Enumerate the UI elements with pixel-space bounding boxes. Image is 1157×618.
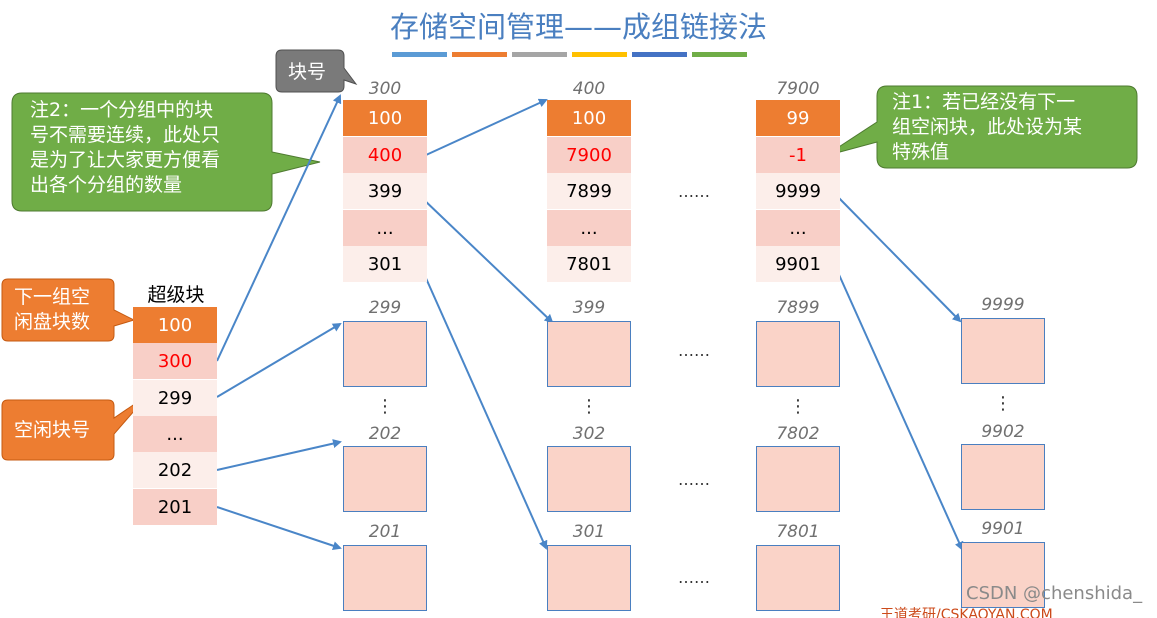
free-block-callout-shape (1, 394, 149, 461)
free-block (343, 321, 427, 387)
next-group-line: 下一组空 (14, 286, 91, 308)
block-label: 7899 (776, 298, 820, 318)
block-label: 7900 (776, 79, 820, 99)
block-label: 400 (572, 79, 606, 99)
note1-line: 特殊值 (892, 141, 950, 163)
next-group-callout: 下一组空 闲盘块数 (14, 285, 90, 335)
free-block (756, 321, 840, 387)
group-cell: ... (547, 210, 631, 246)
block-label: 202 (368, 424, 402, 444)
block-number-tag-shape (275, 49, 358, 93)
vertical-dots: ⋮ (994, 393, 1012, 414)
group-cell-count: 100 (547, 100, 631, 136)
block-label: 9902 (981, 422, 1025, 442)
block-label: 302 (572, 424, 606, 444)
arrow-sb-to-201 (216, 506, 342, 551)
free-block (756, 446, 840, 512)
block-label: 9999 (981, 295, 1025, 315)
free-block (547, 545, 631, 611)
group-cell: 7801 (547, 246, 631, 282)
group-cell-next: -1 (756, 137, 840, 173)
block-label: 300 (368, 79, 402, 99)
free-block (756, 545, 840, 611)
superblock-cell: 299 (133, 380, 217, 416)
arrow-sb-to-300 (216, 94, 342, 362)
superblock-cell-next: 300 (133, 343, 217, 379)
arrow-sb-to-299 (216, 322, 342, 398)
block-label: 299 (368, 298, 402, 318)
block-number-tag: 块号 (288, 61, 327, 83)
note2-line: 注2：一个分组中的块 (30, 99, 214, 121)
arrow-301-to-box301 (420, 266, 548, 550)
superblock-title: 超级块 (147, 284, 205, 306)
note1-callout-shape (824, 85, 1138, 169)
horizontal-ellipsis: …… (678, 470, 710, 489)
free-block (547, 446, 631, 512)
horizontal-ellipsis: …… (678, 568, 710, 587)
underline-bar-blue (392, 52, 447, 57)
horizontal-ellipsis: …… (678, 341, 710, 360)
free-block (343, 545, 427, 611)
block-label: 201 (368, 522, 402, 542)
free-block (961, 542, 1045, 608)
link-arrows (216, 94, 964, 551)
note1-callout: 注1：若已经没有下一 组空闲块，此处设为某 特殊值 (892, 90, 1082, 165)
horizontal-ellipsis: …… (678, 182, 710, 201)
superblock-cell-count: 100 (133, 307, 217, 343)
underline-bar-gray (512, 52, 567, 57)
superblock-cell: 201 (133, 489, 217, 525)
note2-line: 号不需要连续，此处只 (30, 124, 221, 146)
arrow-9901-to-box9901 (835, 267, 964, 551)
vertical-dots: ⋮ (580, 396, 598, 417)
free-block (547, 321, 631, 387)
block-label: 301 (572, 522, 606, 542)
block-label: 399 (572, 298, 606, 318)
title-underline-bars (392, 52, 752, 58)
free-block (961, 318, 1045, 384)
underline-bar-orange (452, 52, 507, 57)
watermark: CSDN @chenshida_ (966, 583, 1143, 604)
group-cell: ... (343, 210, 427, 246)
underline-bar-darkblue (632, 52, 687, 57)
note2-callout-shape (11, 92, 321, 212)
free-block (961, 444, 1045, 510)
note2-callout: 注2：一个分组中的块 号不需要连续，此处只 是为了让大家更方便看 出各个分组的数… (30, 98, 220, 198)
next-group-line: 闲盘块数 (14, 311, 91, 333)
note2-line: 出各个分组的数量 (30, 174, 183, 196)
note2-line: 是为了让大家更方便看 (30, 149, 221, 171)
block-label: 7802 (776, 424, 820, 444)
free-block (343, 446, 427, 512)
superblock-cell: 202 (133, 452, 217, 488)
group-cell-count: 99 (756, 100, 840, 136)
arrow-9999-to-box9999 (835, 194, 962, 323)
arrow-sb-to-202 (216, 439, 342, 471)
group-cell-next: 400 (343, 137, 427, 173)
group-cell-count: 100 (343, 100, 427, 136)
arrow-399-to-box399 (420, 196, 554, 324)
arrow-300-to-400 (425, 98, 548, 156)
note1-line: 注1：若已经没有下一 (892, 91, 1076, 113)
vertical-dots: ⋮ (789, 396, 807, 417)
group-cell: 7899 (547, 173, 631, 209)
watermark-secondary: 王道考研/CSKAOYAN.COM (880, 607, 1053, 618)
group-cell: 9901 (756, 246, 840, 282)
block-label: 7801 (776, 522, 820, 542)
next-group-callout-shape (1, 278, 136, 342)
group-cell: ... (756, 210, 840, 246)
vertical-dots: ⋮ (376, 396, 394, 417)
group-cell: 399 (343, 173, 427, 209)
underline-bar-yellow (572, 52, 627, 57)
superblock-cell: ... (133, 416, 217, 452)
group-cell-next: 7900 (547, 137, 631, 173)
group-cell: 9999 (756, 173, 840, 209)
group-cell: 301 (343, 246, 427, 282)
note1-line: 组空闲块，此处设为某 (892, 116, 1083, 138)
free-block-callout: 空闲块号 (14, 419, 91, 441)
page-title: 存储空间管理——成组链接法 (389, 10, 767, 44)
block-label: 9901 (981, 519, 1025, 539)
underline-bar-green (692, 52, 747, 57)
